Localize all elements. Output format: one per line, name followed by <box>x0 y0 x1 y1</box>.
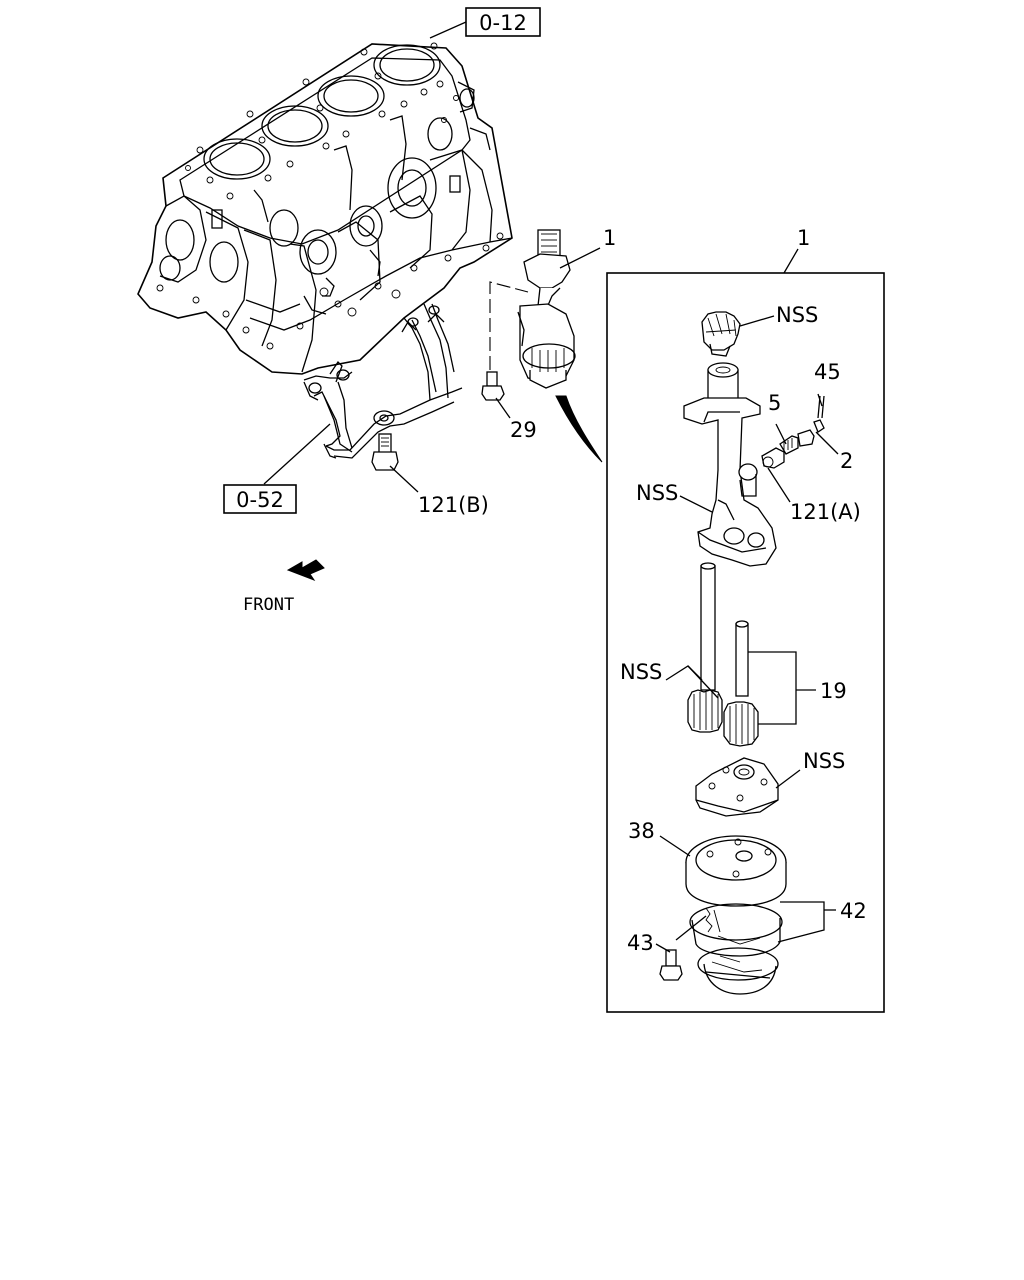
callout-bolt-121b: 121(B) <box>418 493 489 517</box>
callout-pump-assembly: 1 <box>603 226 616 250</box>
callout-cover-38: 38 <box>628 819 655 843</box>
callout-plate-nss: NSS <box>803 749 845 773</box>
detail-swoosh <box>555 395 603 463</box>
pump-body-drawing <box>683 362 777 567</box>
front-arrow-icon <box>286 559 325 582</box>
reference-box-0-12: 0-12 <box>465 7 541 37</box>
callout-bolt-29: 29 <box>510 418 537 442</box>
drive-gear-drawing <box>701 311 741 357</box>
gear-shafts-drawing <box>687 562 759 747</box>
callout-bolt-43: 43 <box>627 931 654 955</box>
kit-detail-box <box>606 272 885 1013</box>
install-dashed-line <box>489 281 529 370</box>
callout-valve-121a: 121(A) <box>790 500 861 524</box>
bolt-43-drawing <box>659 949 683 981</box>
reference-0-52-label: 0-52 <box>236 488 284 512</box>
callout-pin-45: 45 <box>814 360 841 384</box>
bolt-29-drawing <box>481 371 505 401</box>
bolt-121b-drawing <box>371 433 399 471</box>
callout-spring-5: 5 <box>768 391 781 415</box>
callout-shafts-19: 19 <box>820 679 847 703</box>
leader-lines <box>263 21 839 953</box>
front-label: FRONT <box>243 595 294 615</box>
pump-cover-drawing <box>685 835 787 907</box>
callout-kit-box: 1 <box>797 226 810 250</box>
callout-screen-42: 42 <box>840 899 867 923</box>
callout-plug-2: 2 <box>840 449 853 473</box>
reference-0-12-label: 0-12 <box>479 11 527 35</box>
oil-pipe-bracket-drawing <box>303 303 463 459</box>
oil-screen-drawing <box>689 903 783 995</box>
callout-gear-top-nss: NSS <box>776 303 818 327</box>
cylinder-block-drawing <box>137 42 513 375</box>
pump-assembly-drawing <box>517 229 576 389</box>
pump-plate-drawing <box>695 757 779 817</box>
reference-box-0-52: 0-52 <box>223 484 297 514</box>
callout-gears-nss: NSS <box>620 660 662 684</box>
callout-body-nss: NSS <box>636 481 678 505</box>
relief-valve-parts-drawing <box>761 395 825 469</box>
